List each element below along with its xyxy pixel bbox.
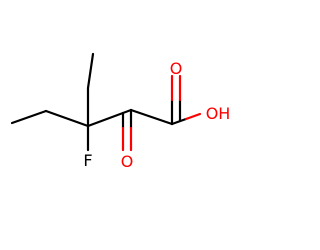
acid-carbonyl-oxygen-label: O [170,59,183,78]
bond-ethyl-left-ch3-ch2 [10,109,48,125]
bond-ethyl-left-ch2-c3 [44,109,90,128]
hydroxyl-label: OH [206,104,231,123]
bond-c2-c1 [129,108,174,126]
ketone-oxygen-label: O [121,152,134,171]
bond-c1-hydroxyl-black [170,117,188,126]
fluorine-label: F [83,151,92,170]
molecule-structure: F O O OH [10,52,231,171]
bond-c1-hydroxyl-red [184,112,202,121]
bond-c3-c2 [86,108,133,128]
structure-canvas: F O O OH [10,52,231,171]
bond-ethyl-upper-ch3-ch2 [86,52,95,90]
